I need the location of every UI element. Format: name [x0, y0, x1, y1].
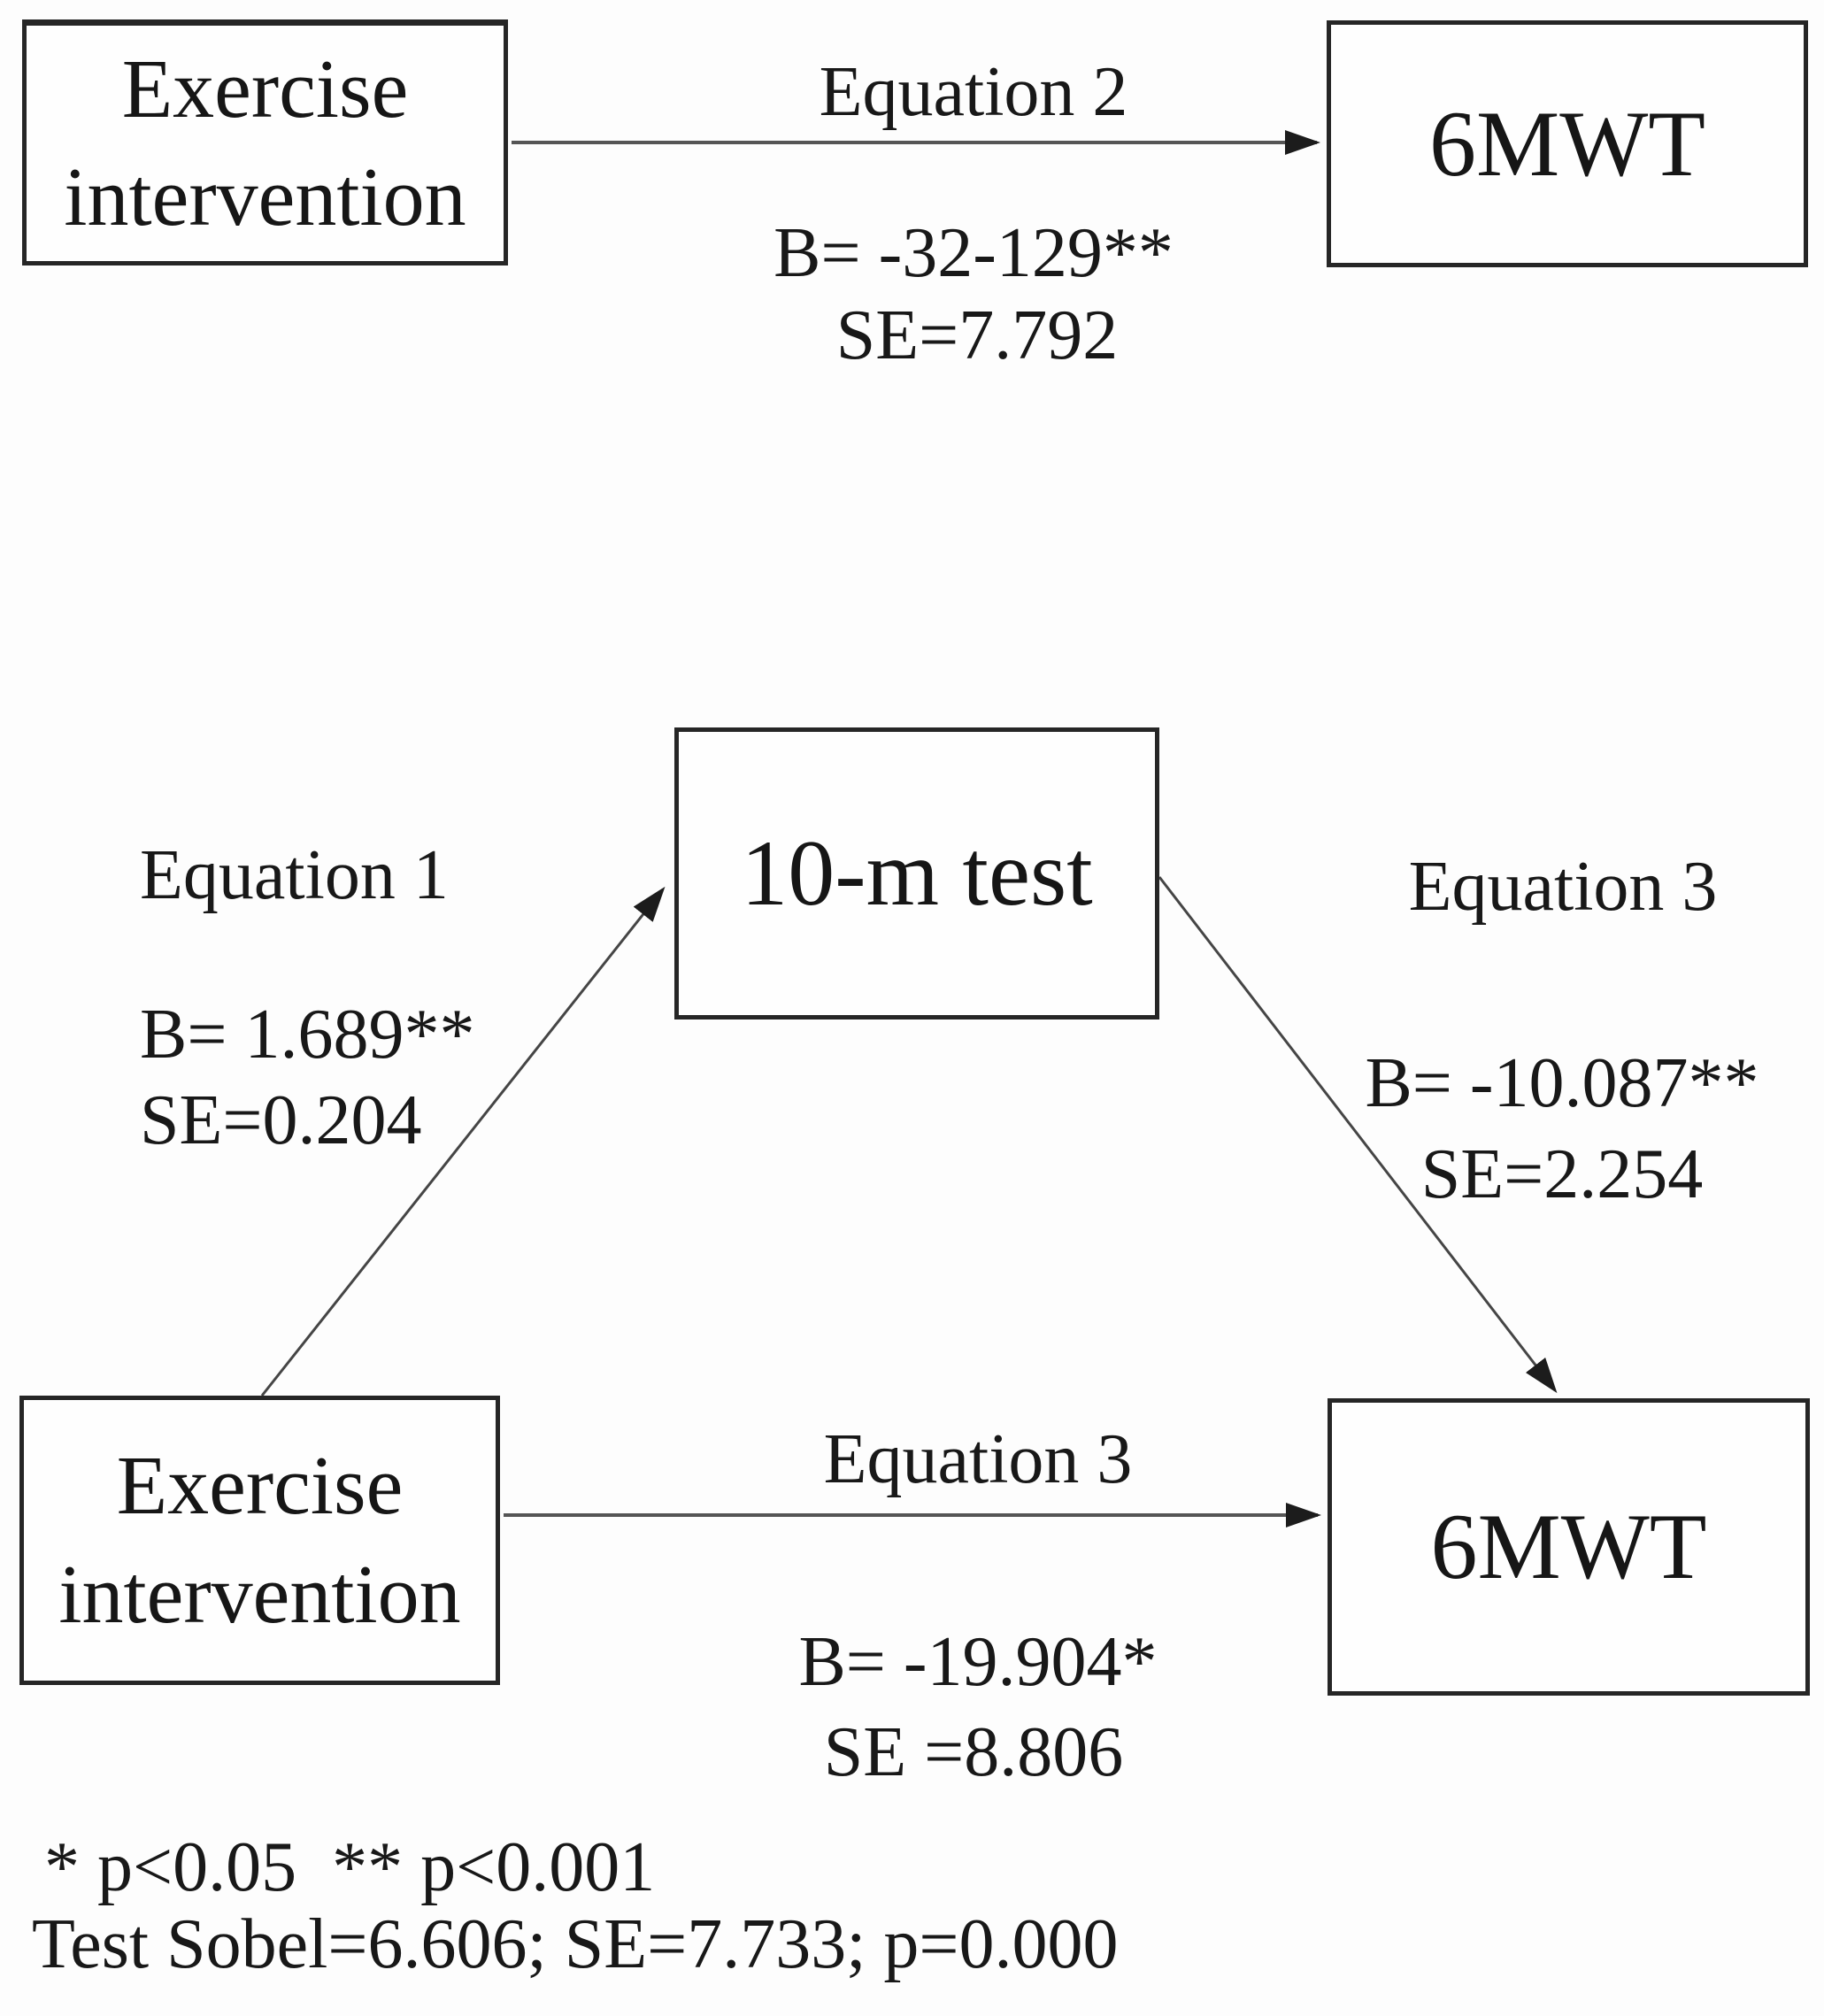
equation3-lower-label: Equation 3 [823, 1420, 1133, 1498]
significance-note: * p<0.05 ** p<0.001 [44, 1828, 656, 1906]
mediator-10m-test-box: 10-m test [674, 727, 1159, 1020]
equation2-coefficient: B= -32-129** [773, 214, 1174, 292]
arrow-path-b [1158, 876, 1558, 1394]
equation2-standard-error: SE=7.792 [835, 296, 1119, 374]
equation3-upper-label: Equation 3 [1408, 848, 1718, 926]
mediator-10m-test-label: 10-m test [741, 821, 1093, 925]
outcome-6mwt-box-top: 6MWT [1327, 20, 1808, 267]
exercise-intervention-label-bottom: Exercise intervention [58, 1440, 461, 1641]
equation3-upper-coefficient: B= -10.087** [1365, 1044, 1759, 1122]
equation3-upper-standard-error: SE=2.254 [1420, 1135, 1704, 1213]
equation2-label: Equation 2 [819, 53, 1128, 131]
exercise-intervention-box-top: Exercise intervention [22, 19, 508, 265]
arrow-path-a [260, 886, 666, 1397]
outcome-6mwt-label-bottom: 6MWT [1430, 1495, 1707, 1598]
exercise-intervention-label-top: Exercise intervention [64, 42, 466, 243]
equation1-label: Equation 1 [140, 836, 449, 914]
exercise-intervention-box-bottom: Exercise intervention [19, 1396, 500, 1685]
equation3-lower-coefficient: B= -19.904* [798, 1623, 1158, 1701]
outcome-6mwt-label-top: 6MWT [1428, 91, 1706, 196]
equation3-lower-standard-error: SE =8.806 [823, 1713, 1124, 1791]
equation1-coefficient: B= 1.689** [140, 996, 475, 1073]
equation1-standard-error: SE=0.204 [140, 1081, 422, 1159]
outcome-6mwt-box-bottom: 6MWT [1328, 1398, 1810, 1696]
sobel-test-note: Test Sobel=6.606; SE=7.733; p=0.000 [32, 1905, 1119, 1983]
